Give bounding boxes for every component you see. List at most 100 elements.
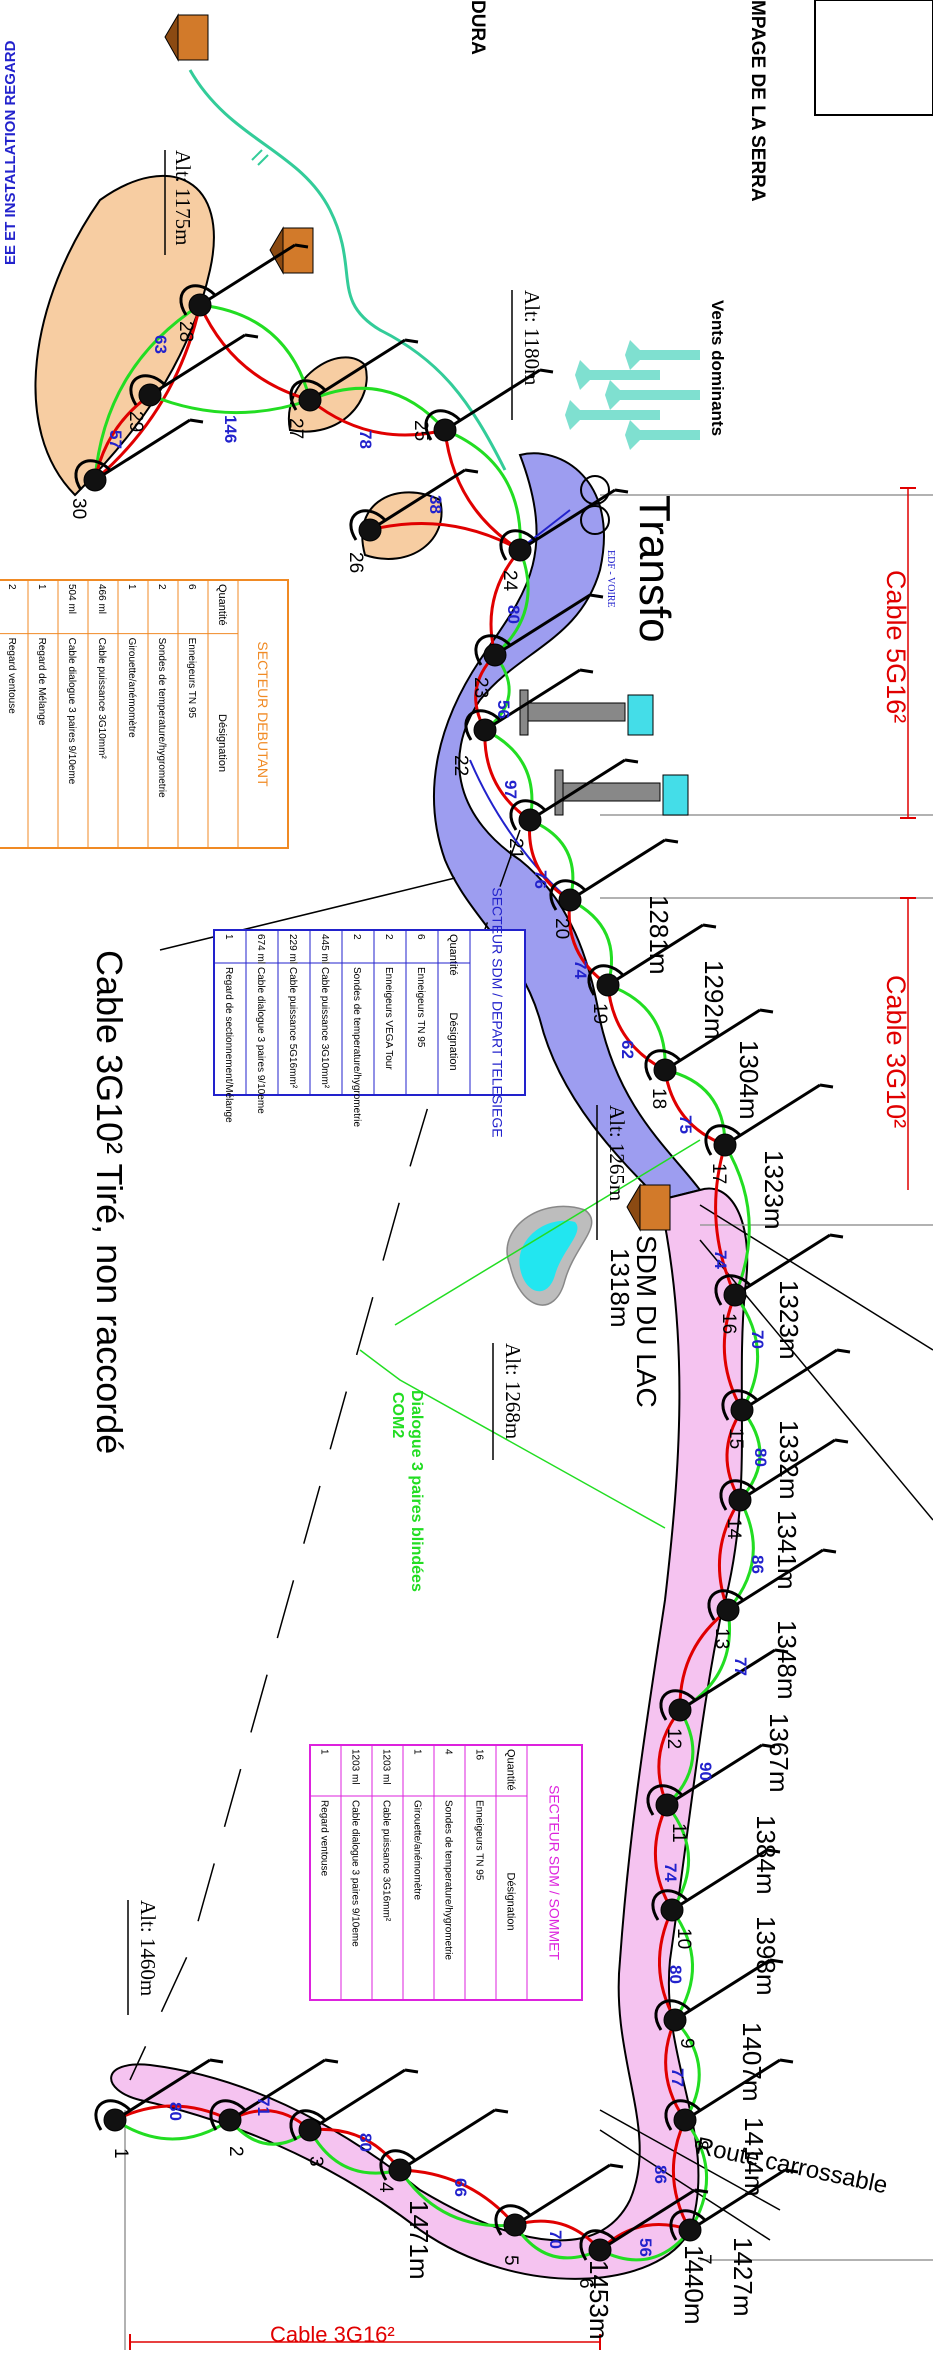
pole-altitude-p17: 1323m <box>759 1150 789 1230</box>
snow-gun-22[interactable] <box>464 668 594 742</box>
snow-gun-15[interactable] <box>721 1348 851 1422</box>
pole-number-9: 9 <box>676 2038 697 2049</box>
span-distance: 86 <box>651 2165 670 2184</box>
span-distance: 38 <box>426 495 445 514</box>
span-distance: 97 <box>501 780 520 799</box>
span-distance: 77 <box>668 2068 687 2087</box>
cable-3g10-bracket <box>900 897 916 1190</box>
dialogue-leader <box>359 1349 666 1529</box>
span-distance: 71 <box>254 2097 273 2116</box>
pole-altitude-p6: 1440m <box>679 2245 709 2325</box>
span-distance: 63 <box>151 335 170 354</box>
table-cell-desc: Cable dialogue 3 paires 9/10eme <box>350 1800 361 1947</box>
table-col-desc: Désignation <box>447 1013 459 1071</box>
table-debutant: SECTEUR DEBUTANTQuantitéDésignation6Enne… <box>0 579 289 849</box>
snow-gun-26[interactable] <box>349 468 479 542</box>
pipe-segment <box>443 429 521 552</box>
pole-altitude-p4: 1471m <box>404 2200 434 2280</box>
snow-gun-5[interactable] <box>494 2163 624 2237</box>
span-distance: 74 <box>661 1863 680 1882</box>
snow-gun-6[interactable] <box>579 2188 709 2262</box>
span-distance: 70 <box>748 1330 767 1349</box>
table-cell-desc: Cable puissance 3G16mm² <box>381 1800 392 1922</box>
pipe-segment <box>308 2129 401 2175</box>
table-cell-qty: 6 <box>415 934 426 940</box>
snow-gun-7[interactable] <box>669 2168 799 2242</box>
table-cell-qty: 1 <box>319 1749 330 1755</box>
pole-altitude-p11: 1384m <box>751 1815 781 1895</box>
pole-number-24: 24 <box>499 570 520 592</box>
pulled-cable-label: Cable 3G10² Tiré, non raccordé <box>89 950 130 1454</box>
span-distance: 66 <box>451 2178 470 2197</box>
snow-gun-2[interactable] <box>209 2058 339 2132</box>
table-cell-qty: 2 <box>383 934 394 940</box>
snow-gun-20[interactable] <box>549 838 679 912</box>
pipe-segment <box>599 2229 692 2262</box>
table-cell-qty: 2 <box>156 584 167 590</box>
winds-label: Vents dominants <box>708 300 727 436</box>
water-supply-line <box>188 69 507 471</box>
snow-gun-13[interactable] <box>707 1548 837 1622</box>
station-alt: 1318m <box>605 1248 635 1328</box>
snow-gun-19[interactable] <box>587 923 717 997</box>
snow-gun-16[interactable] <box>714 1233 844 1307</box>
snow-gun-24[interactable] <box>499 488 629 562</box>
table-cell-qty: 1 <box>126 584 137 590</box>
pipe-segment <box>722 1294 744 1411</box>
snow-gun-1[interactable] <box>94 2058 224 2132</box>
road-line <box>599 2129 771 2241</box>
pipe-segment <box>606 984 666 1072</box>
span-distance: 80 <box>504 605 523 624</box>
span-distance: 57 <box>106 430 125 449</box>
table-cell-qty: 674 ml <box>255 934 266 964</box>
pole-number-21: 21 <box>505 838 526 859</box>
pipe-segment <box>664 2019 687 2121</box>
zone-depart-telesiege <box>433 452 702 1202</box>
pole-altitude-p15: 1332m <box>774 1420 804 1500</box>
snow-gun-23[interactable] <box>474 593 604 667</box>
span-distance: 146 <box>221 415 240 443</box>
table-cell-qty: 16 <box>474 1749 485 1761</box>
transfo-symbol <box>580 505 610 535</box>
snow-gun-30[interactable] <box>74 418 204 492</box>
span-distance: 56 <box>636 2238 655 2257</box>
snow-gun-14[interactable] <box>719 1438 849 1512</box>
snow-gun-11[interactable] <box>646 1743 776 1817</box>
pipe-segment <box>569 898 613 986</box>
alt-1180: Alt: 1180m <box>520 290 544 385</box>
road-line <box>699 1204 933 1351</box>
pole-number-8: 8 <box>690 2140 711 2151</box>
snow-gun-4[interactable] <box>379 2108 509 2182</box>
pipe-segment <box>665 1709 695 1807</box>
span-distance: 86 <box>748 1555 767 1574</box>
snow-gun-12[interactable] <box>659 1648 789 1722</box>
pole-number-1: 1 <box>110 2148 131 2159</box>
snow-gun-28[interactable] <box>179 243 309 317</box>
snow-gun-9[interactable] <box>654 1958 784 2032</box>
snow-gun-21[interactable] <box>509 758 639 832</box>
table-cell-qty: 504 ml <box>66 584 77 614</box>
table-depart: SECTEUR SDM / DEPART TELESIEGEQuantitéDé… <box>213 887 526 1138</box>
snow-gun-8[interactable] <box>664 2058 794 2132</box>
pole-altitude-p19: 1292m <box>699 960 729 1040</box>
table-cell-qty: 466 ml <box>96 584 107 614</box>
span-distance: 74 <box>711 1250 730 1269</box>
table-cell-qty: 1 <box>36 584 47 590</box>
snow-gun-3[interactable] <box>289 2068 419 2142</box>
altitude-markers: Alt: 1175m Alt: 1180m Alt: 1265m Alt: 12… <box>127 150 629 2015</box>
pipe-segment <box>738 1409 762 1501</box>
snow-gun-25[interactable] <box>424 368 554 442</box>
snow-gun-10[interactable] <box>651 1848 781 1922</box>
pipe-segment <box>714 1144 737 1296</box>
pole-altitude-p8: 1414m <box>739 2117 769 2197</box>
snow-gun-18[interactable] <box>644 1008 774 1082</box>
cable-3g16-bracket <box>129 2334 601 2350</box>
table-cell-qty: 445 ml <box>319 934 330 964</box>
pipe-segment <box>665 1804 690 1911</box>
snow-gun-29[interactable] <box>129 333 259 407</box>
snow-gun-17[interactable] <box>704 1083 834 1157</box>
span-distance: 75 <box>676 1115 695 1134</box>
span-distance: 76 <box>531 870 550 889</box>
snow-gun-27[interactable] <box>289 338 419 412</box>
table-title: SECTEUR SDM / SOMMET <box>547 1785 563 1960</box>
